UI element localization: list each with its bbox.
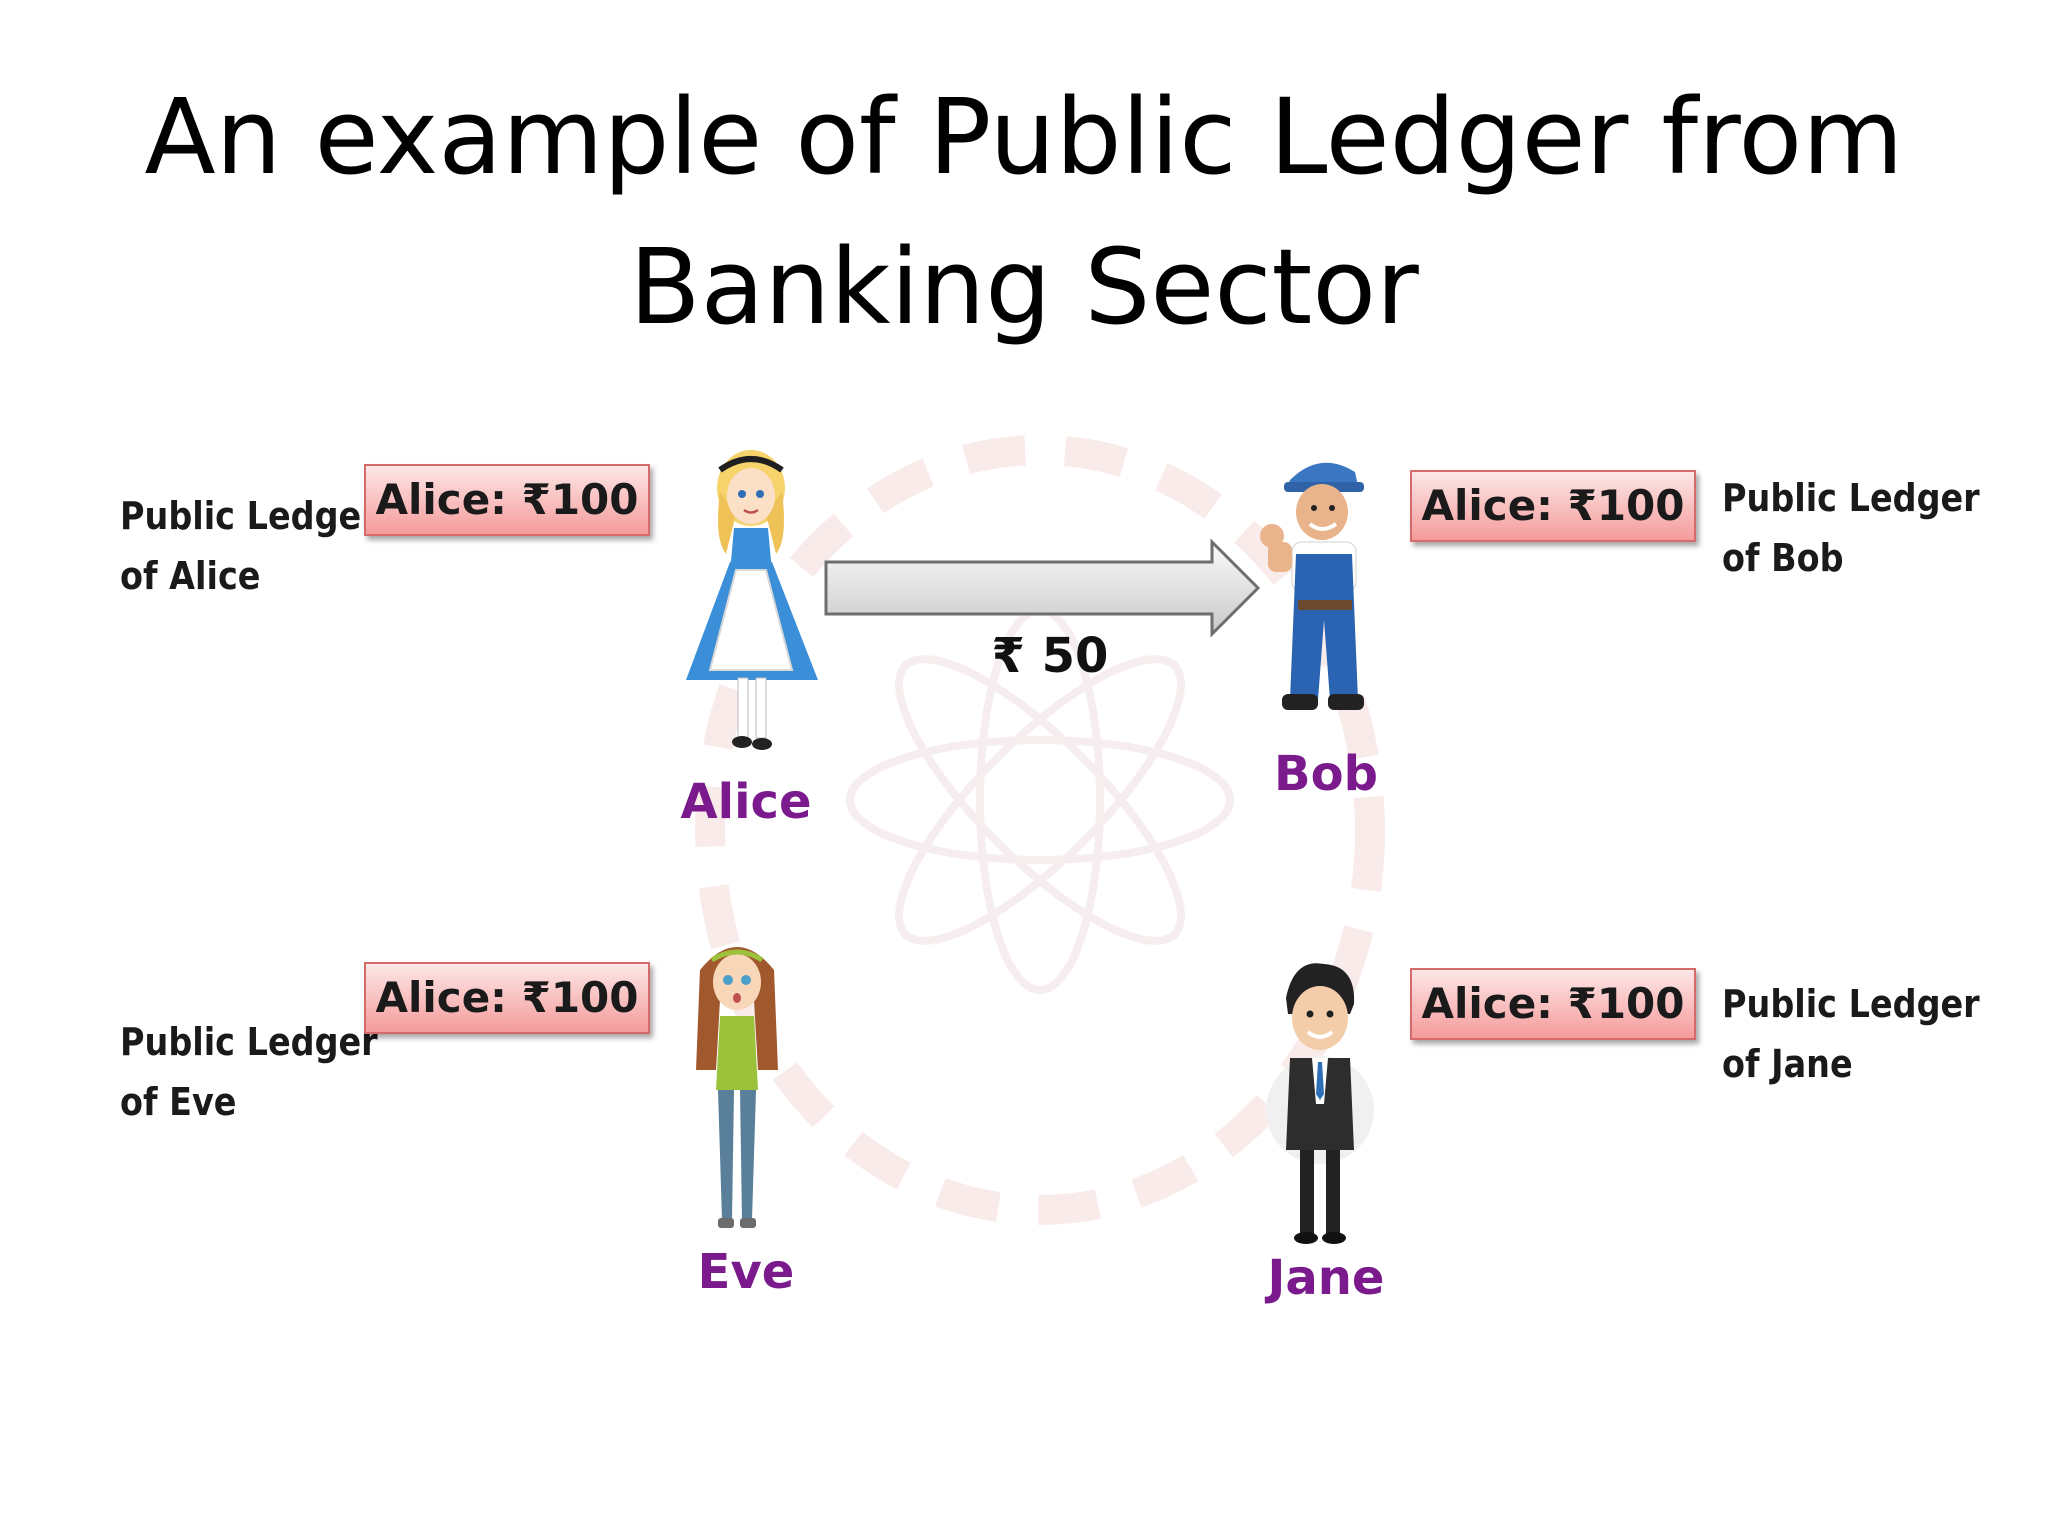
alice-figure [686,450,818,750]
person-name-alice: Alice [680,774,812,830]
eve-figure [696,947,778,1228]
ledger-entry-eve: Alice: ₹100 [364,962,650,1034]
title-line-2: Banking Sector [629,226,1419,348]
ledger-entry-bob: Alice: ₹100 [1410,470,1696,542]
bob-figure [1260,462,1364,710]
title-line-1: An example of Public Ledger from [144,76,1904,198]
ledger-label-eve: Public Ledger of Eve [120,1020,378,1124]
person-name-eve: Eve [697,1244,795,1300]
ledger-entry-alice: Alice: ₹100 [364,464,650,536]
transfer-amount: ₹ 50 [991,628,1109,684]
ledger-label-jane: Public Ledger of Jane [1722,982,1980,1086]
person-name-bob: Bob [1274,746,1378,802]
jane-figure [1266,963,1374,1244]
ledger-label-bob: Public Ledger of Bob [1722,476,1980,580]
ledger-label-alice: Public Ledger of Alice [120,494,378,598]
slide-title: An example of Public Ledger from Banking… [0,62,2048,362]
watermark-logo [695,435,1385,1225]
transfer-arrow [824,538,1261,638]
person-name-jane: Jane [1267,1250,1385,1306]
ledger-entry-jane: Alice: ₹100 [1410,968,1696,1040]
